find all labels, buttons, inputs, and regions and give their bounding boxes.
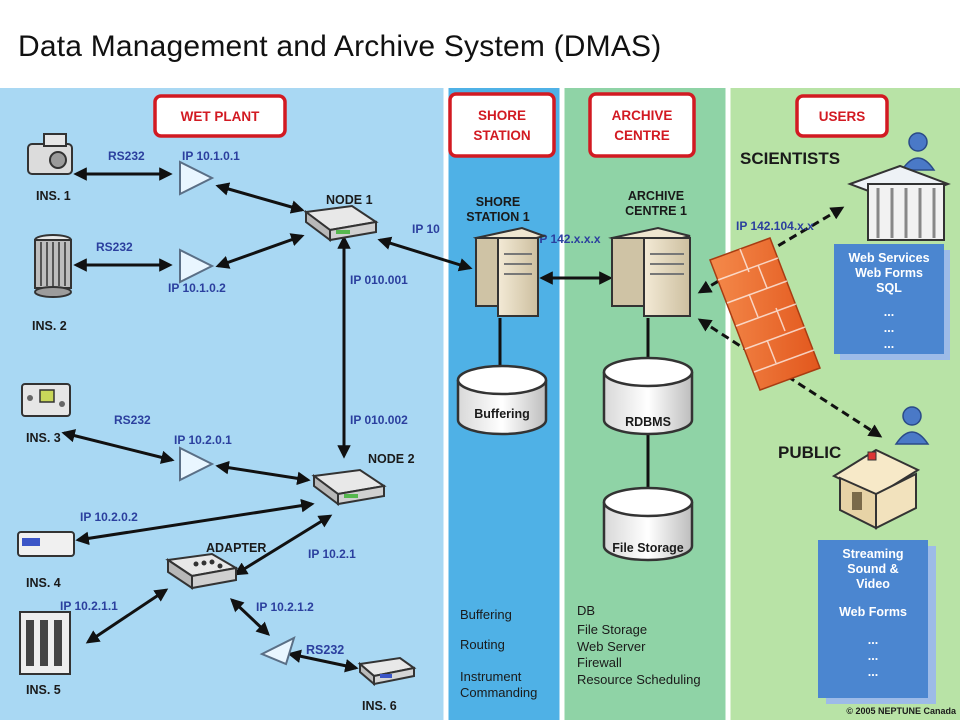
svg-text:USERS: USERS — [819, 109, 866, 124]
svg-text:File Storage: File Storage — [577, 622, 647, 637]
link-rs232-1: RS232 — [108, 149, 145, 163]
svg-text:Web Forms: Web Forms — [855, 266, 923, 280]
wet-plant-label: WET PLANT — [153, 94, 287, 138]
ins6-device-icon[interactable] — [357, 656, 417, 687]
ins2-label: INS. 2 — [32, 319, 67, 333]
shore-station-label: SHORE STATION — [448, 92, 556, 158]
archive-server-label-1: ARCHIVE — [628, 189, 684, 203]
svg-text:Resource Scheduling: Resource Scheduling — [577, 672, 701, 687]
svg-text:SHORE: SHORE — [478, 108, 526, 123]
svg-text:Routing: Routing — [460, 637, 505, 652]
svg-text:SQL: SQL — [876, 281, 902, 295]
shore-server-label-1: SHORE — [476, 195, 520, 209]
svg-text:Web Server: Web Server — [577, 639, 646, 654]
public-user-icon — [894, 406, 930, 445]
scientist-services-box: Web Services Web Forms SQL ... ... ... — [834, 244, 950, 360]
users-label: USERS — [795, 94, 889, 138]
ins1-label: INS. 1 — [36, 189, 71, 203]
public-label: PUBLIC — [778, 443, 841, 462]
link-ip-2: IP 10.1.0.2 — [168, 281, 226, 295]
ins5-label: INS. 5 — [26, 683, 61, 697]
page-title: Data Management and Archive System (DMAS… — [18, 30, 662, 63]
svg-text:...: ... — [868, 665, 878, 679]
ins3-meter-icon[interactable] — [21, 383, 71, 417]
link-ip-5: IP 10.2.1.1 — [60, 599, 118, 613]
converter-3-icon — [179, 446, 215, 482]
archive-server-label-2: CENTRE 1 — [625, 204, 687, 218]
svg-text:Instrument: Instrument — [460, 669, 522, 684]
link-ip-6: IP 10.2.1.2 — [256, 600, 314, 614]
adapter-label: ADAPTER — [206, 541, 266, 555]
svg-text:CENTRE: CENTRE — [614, 128, 670, 143]
shore-functions-list: Buffering Routing Instrument Commanding — [460, 607, 537, 700]
ins1-camera-icon[interactable] — [27, 133, 73, 175]
svg-text:STATION: STATION — [473, 128, 530, 143]
ins2-sensor-icon[interactable] — [34, 234, 72, 298]
public-services-box: Streaming Sound & Video Web Forms ... ..… — [818, 540, 936, 704]
svg-text:Sound &: Sound & — [847, 562, 898, 576]
file-storage-label: File Storage — [612, 541, 684, 555]
public-house-icon[interactable] — [831, 448, 921, 530]
shore-buffer-db-icon — [456, 364, 548, 436]
link-ip-archive: IP 142.x.x.x — [536, 232, 601, 246]
svg-text:ARCHIVE: ARCHIVE — [612, 108, 673, 123]
shore-station-server-icon[interactable] — [472, 226, 548, 317]
node2-icon[interactable] — [311, 468, 387, 506]
rdbms-db-icon — [602, 356, 694, 436]
file-storage-db-icon — [602, 486, 694, 562]
scientist-user-icon — [900, 132, 936, 171]
converter-6-icon — [259, 636, 296, 666]
link-ip-node1: IP 010.001 — [350, 273, 408, 287]
svg-text:Web Forms: Web Forms — [839, 605, 907, 619]
ins3-label: INS. 3 — [26, 431, 61, 445]
svg-text:Firewall: Firewall — [577, 655, 622, 670]
svg-text:WET PLANT: WET PLANT — [181, 109, 260, 124]
node2-label: NODE 2 — [368, 452, 415, 466]
link-ip-adapter: IP 10.2.1 — [308, 547, 356, 561]
link-ip-1: IP 10.1.0.1 — [182, 149, 240, 163]
svg-text:...: ... — [868, 633, 878, 647]
copyright-text: © 2005 NEPTUNE Canada — [846, 706, 957, 716]
link-ip-3: IP 10.2.0.1 — [174, 433, 232, 447]
rdbms-label: RDBMS — [625, 415, 671, 429]
converter-1-icon — [179, 160, 215, 196]
archive-functions-list: DB File Storage Web Server Firewall Reso… — [577, 603, 701, 687]
svg-text:...: ... — [884, 321, 894, 335]
scientists-building-icon[interactable] — [847, 164, 951, 241]
link-ip-users: IP 142.104.x.x — [736, 219, 814, 233]
svg-text:Buffering: Buffering — [460, 607, 512, 622]
svg-text:...: ... — [868, 649, 878, 663]
ins5-rack-icon[interactable] — [19, 611, 71, 675]
svg-text:Commanding: Commanding — [460, 685, 537, 700]
svg-text:Video: Video — [856, 577, 890, 591]
archive-centre-server-icon[interactable] — [608, 226, 691, 317]
shore-buffer-db-label: Buffering — [474, 407, 530, 421]
svg-text:...: ... — [884, 337, 894, 351]
svg-text:DB: DB — [577, 603, 595, 618]
node1-icon[interactable] — [303, 204, 379, 242]
ins4-label: INS. 4 — [26, 576, 61, 590]
adapter-icon[interactable] — [165, 552, 239, 590]
ins4-device-icon[interactable] — [17, 531, 75, 557]
node1-label: NODE 1 — [326, 193, 373, 207]
link-ip-node2: IP 010.002 — [350, 413, 408, 427]
firewall-icon — [709, 237, 821, 391]
ins6-label: INS. 6 — [362, 699, 397, 713]
link-rs232-2: RS232 — [96, 240, 133, 254]
scientists-label: SCIENTISTS — [740, 149, 840, 168]
svg-text:Web Services: Web Services — [848, 251, 929, 265]
dmas-diagram: WET PLANT SHORE STATION ARCHIVE CENTRE U… — [0, 88, 960, 720]
link-ip-4: IP 10.2.0.2 — [80, 510, 138, 524]
shore-server-label-2: STATION 1 — [466, 210, 529, 224]
converter-2-icon — [179, 248, 215, 284]
svg-text:Streaming: Streaming — [842, 547, 903, 561]
link-rs232-3: RS232 — [114, 413, 151, 427]
link-rs232-6: RS232 — [306, 643, 344, 657]
archive-centre-label: ARCHIVE CENTRE — [588, 92, 696, 158]
link-ip-shore: IP 10 — [412, 222, 440, 236]
svg-text:...: ... — [884, 305, 894, 319]
